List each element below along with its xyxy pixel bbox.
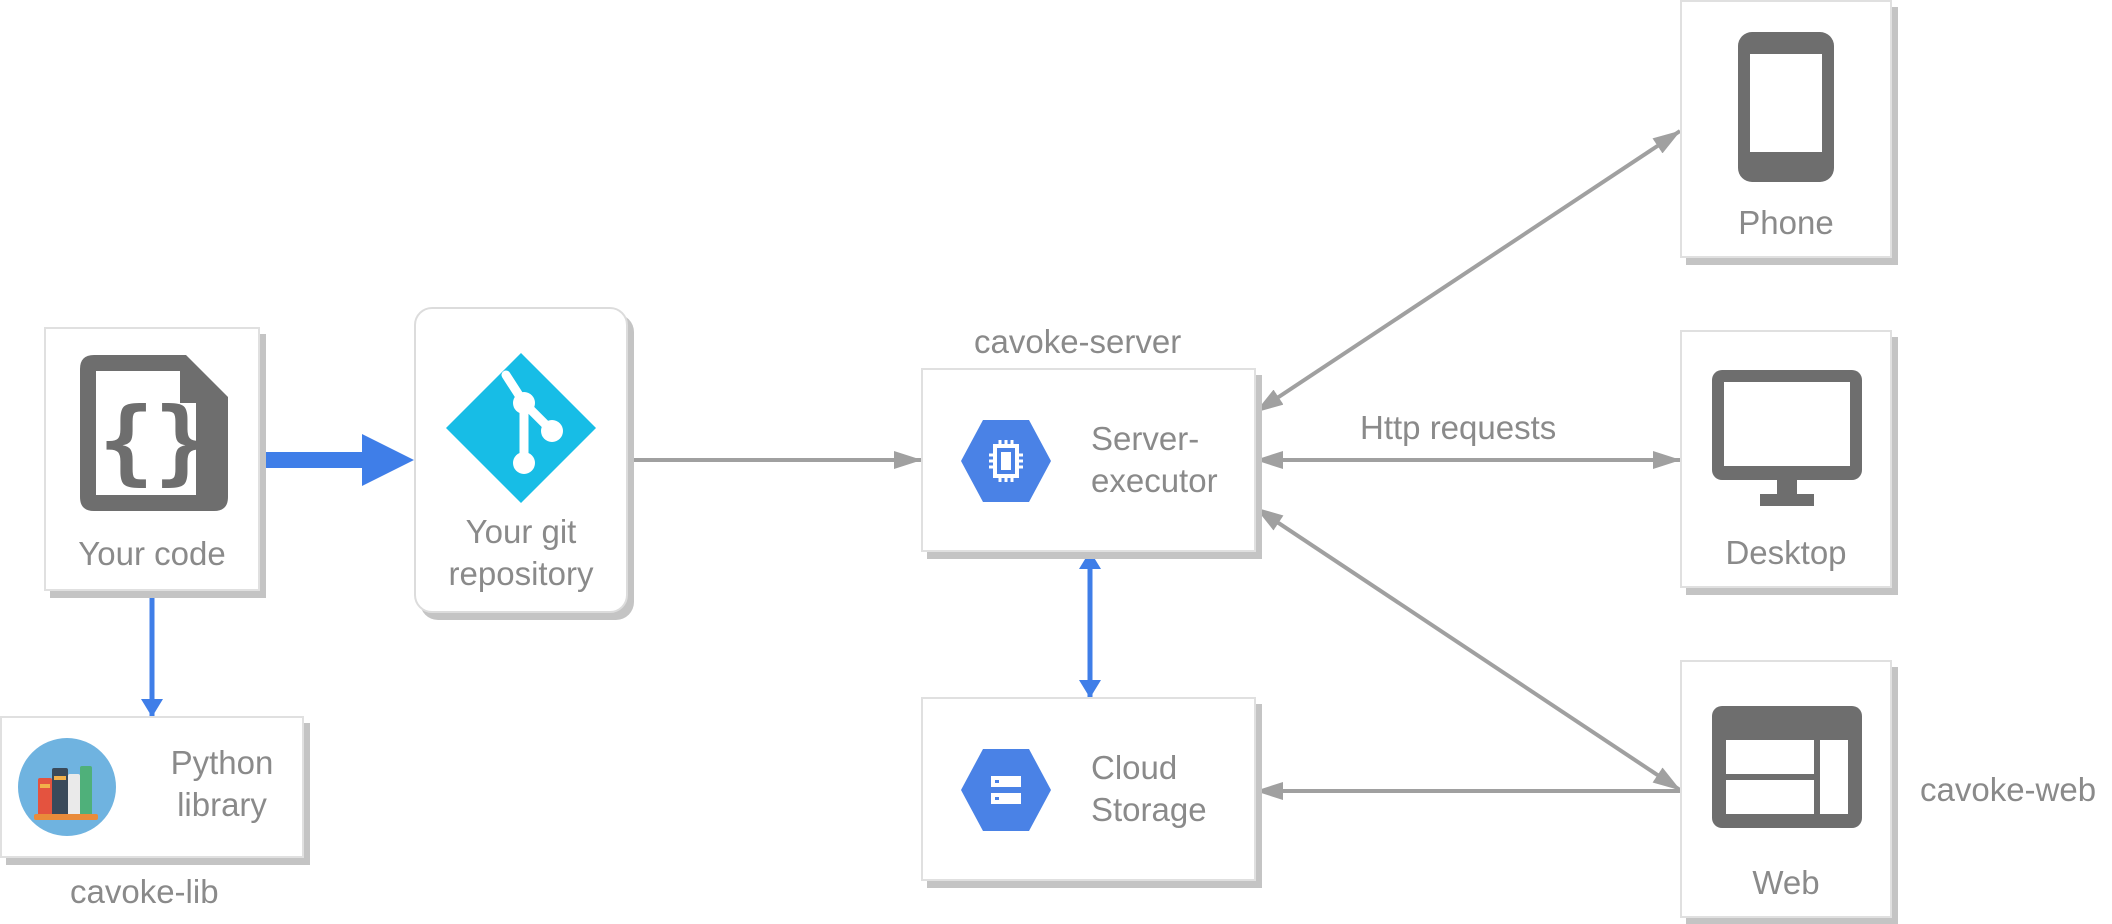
arrow-code-to-git [262,434,414,486]
node-storage-label-line2: Storage [1091,791,1207,828]
web-layout-icon [1712,706,1862,828]
git-icon [446,353,596,503]
node-phone-label: Phone [1738,204,1834,241]
label-cavoke-web: cavoke-web [1920,771,2097,808]
node-server-label-line1: Server- [1091,420,1200,457]
code-file-icon: {} [80,355,228,511]
label-cavoke-lib: cavoke-lib [70,873,219,910]
node-cloud-storage: Cloud Storage [921,697,1256,881]
label-http-requests: Http requests [1360,409,1557,446]
node-your-code-label: Your code [78,535,226,572]
compute-engine-icon [961,420,1051,502]
node-git-label-line1: Your git [465,513,577,550]
node-storage-label-line1: Cloud [1091,749,1178,786]
monitor-icon [1712,370,1862,506]
node-your-code: {} Your code [44,327,260,591]
phone-icon [1738,32,1834,182]
node-server-label-line2: executor [1091,462,1218,499]
arrow-server-web [1254,506,1682,792]
books-icon [18,738,116,836]
node-desktop: Desktop [1680,330,1892,588]
cloud-storage-icon [961,749,1051,831]
arrow-server-phone [1254,129,1682,414]
node-python-library: Python library [0,716,304,858]
node-web: Web [1680,660,1892,918]
svg-text:{}: {} [99,388,210,495]
node-web-label: Web [1752,864,1820,901]
node-git-repository: Your git repository [414,307,628,613]
node-git-label-line2: repository [448,555,594,592]
node-desktop-label: Desktop [1725,534,1847,571]
label-cavoke-server: cavoke-server [974,323,1182,360]
node-python-label-line2: library [177,786,267,823]
node-python-label-line1: Python [170,744,274,781]
node-server-executor: Server- executor [921,368,1256,552]
node-phone: Phone [1680,0,1892,258]
